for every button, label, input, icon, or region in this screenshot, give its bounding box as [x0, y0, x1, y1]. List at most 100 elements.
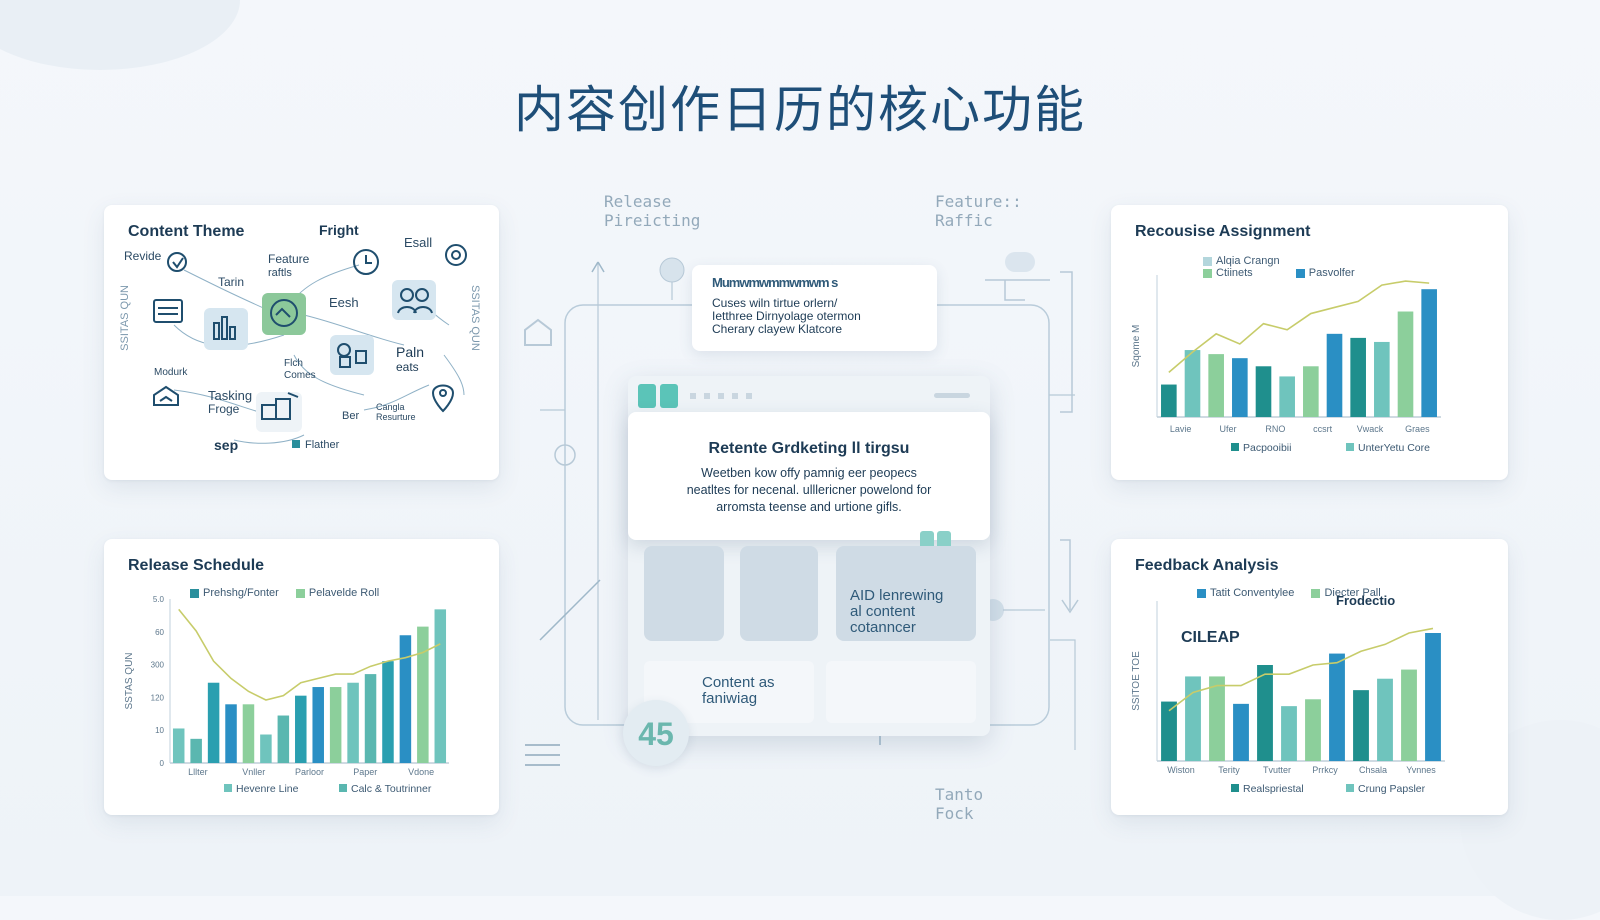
top-info-card: Mumwmwmmwmwm s Cuses wiln tirtue orlern/…: [692, 265, 937, 351]
theme-label: Flch: [284, 358, 303, 369]
legend-label: Pasvolfer: [1308, 267, 1355, 279]
chart-bar: [382, 661, 394, 763]
chart-icon: [204, 308, 248, 350]
theme-label: Tasking: [208, 388, 252, 403]
users-icon: [392, 280, 436, 320]
theme-label: Ber: [342, 410, 359, 422]
x-tick-label: Chsala: [1359, 765, 1387, 775]
bottom-tile-line: faniwiag: [702, 690, 758, 707]
page-title: 内容创作日历的核心功能: [514, 81, 1086, 139]
chart-annotation: Frodectio: [1336, 593, 1395, 608]
chart-bar: [1161, 701, 1177, 761]
chart-bar: [1329, 653, 1345, 761]
chart-bar: [1377, 678, 1393, 761]
chart-bar: [1353, 690, 1369, 761]
legend-swatch: [1203, 268, 1212, 278]
top-card-line: Cuses wiln tirtue orlern/: [712, 296, 838, 310]
resource-assignment-title: Recousise Assignment: [1135, 223, 1311, 240]
top-card-text: Cuses wiln tirtue orlern/ Ietthree Dirny…: [712, 297, 861, 336]
chart-bar: [1161, 384, 1177, 417]
legend-swatch: [1231, 784, 1239, 792]
main-card-line: Weetben kow offy pamnig eer peopecs: [701, 466, 917, 480]
release-legend: Prehshg/Fonter Pelavelde Roll: [190, 587, 379, 599]
feedback-legend: Tatit Conventylee Diecter Pall: [1197, 587, 1381, 599]
bottom-tile-text: Content as faniwiag: [702, 675, 775, 707]
chart-bar: [417, 626, 429, 763]
chart-bar: [242, 704, 255, 763]
chart-bar: [1401, 669, 1417, 761]
content-theme-card: Content Theme Revide Tarin Feature raftl…: [104, 205, 499, 480]
release-label-line: Pireicting: [604, 211, 701, 230]
y-tick-label: 5.0: [153, 595, 165, 604]
legend-swatch: [1346, 443, 1354, 451]
legend-label: Prehshg/Fonter: [203, 587, 279, 599]
swirl-icon: [445, 244, 467, 266]
tanto-floating-label: Tanto Fock: [935, 785, 983, 823]
center-window: Retente Grdketing ll tirgsu Weetben kow …: [628, 376, 990, 736]
chart-bar: [1232, 358, 1248, 417]
feature-label-line: Feature::: [935, 192, 1022, 211]
legend-label: UnterYetu Core: [1358, 442, 1430, 454]
content-theme-title: Content Theme: [128, 223, 245, 240]
chart-bar: [172, 728, 185, 763]
theme-label: Revide: [124, 249, 162, 263]
theme-label: Comes: [284, 370, 316, 381]
legend-swatch: [1311, 588, 1321, 598]
main-card-line: neatltes for necenal. ulllericner powelo…: [686, 483, 932, 497]
chart-bar: [312, 687, 324, 763]
chart-bar: [1397, 311, 1414, 417]
theme-label: raftls: [268, 267, 292, 279]
y-axis-label: SSTAS QUN: [124, 652, 135, 709]
clock-icon: [353, 249, 379, 275]
y-axis-label: Sqome M: [1131, 325, 1142, 368]
chart-annotation: CILEAP: [1181, 629, 1240, 646]
tanto-label-line: Fock: [935, 804, 974, 823]
theme-label: eats: [396, 360, 419, 374]
feature-floating-label: Feature:: Raffic: [935, 192, 1022, 230]
ai-tile-line: AID lenrewing: [850, 587, 944, 604]
y-tick-label: 120: [151, 693, 165, 702]
trend-line: [1168, 627, 1434, 712]
chart-bar: [1281, 706, 1297, 761]
content-theme-diagram: Revide Tarin Feature raftls Fright Esall…: [119, 222, 481, 453]
compass-icon: [167, 252, 187, 272]
theme-label: Esall: [404, 235, 432, 250]
chart-bar: [1421, 289, 1437, 417]
ai-tile-text: AID lenrewing al content cotanncer: [850, 588, 943, 636]
theme-label: Flather: [305, 439, 340, 451]
cart-icon: [256, 392, 302, 432]
legend-swatch: [339, 784, 347, 792]
chart-bar: [434, 609, 447, 763]
theme-label: Tarin: [218, 275, 244, 289]
y-tick-label: 60: [155, 628, 164, 637]
chart-bar: [190, 738, 202, 763]
window-toolbar: [638, 384, 980, 408]
theme-label: Modurk: [154, 367, 188, 378]
x-tick-label: Terity: [1218, 765, 1240, 775]
legend-label: Calc & Toutrinner: [351, 783, 432, 795]
x-tick-label: ccsrt: [1313, 424, 1332, 434]
legend-label: Hevenre Line: [236, 783, 299, 795]
chart-bar: [260, 734, 272, 763]
tanto-label-line: Tanto: [935, 785, 984, 804]
x-tick-label: Graes: [1405, 424, 1430, 434]
y-tick-label: 300: [151, 661, 165, 670]
release-label-line: Release: [604, 192, 672, 211]
chart-bar: [1184, 350, 1201, 417]
legend-label: Pelavelde Roll: [308, 587, 380, 599]
x-tick-label: Lavie: [1170, 424, 1192, 434]
legend-swatch: [1197, 588, 1206, 598]
background-blob: [0, 0, 240, 70]
chart-bar: [1303, 366, 1319, 417]
chart-bar: [1279, 376, 1295, 417]
legend-label: Tatit Conventylee: [1210, 587, 1295, 599]
ai-tile-line: al content: [850, 603, 916, 620]
y-axis-label: SSITOE TOE: [1131, 651, 1142, 711]
bottom-tile: [826, 661, 976, 723]
legend-swatch: [1203, 256, 1212, 266]
release-floating-label: Release Pireicting: [604, 192, 700, 230]
legend-label: Realspriestal: [1243, 783, 1304, 795]
legend-label: Pacpooibii: [1243, 442, 1291, 454]
